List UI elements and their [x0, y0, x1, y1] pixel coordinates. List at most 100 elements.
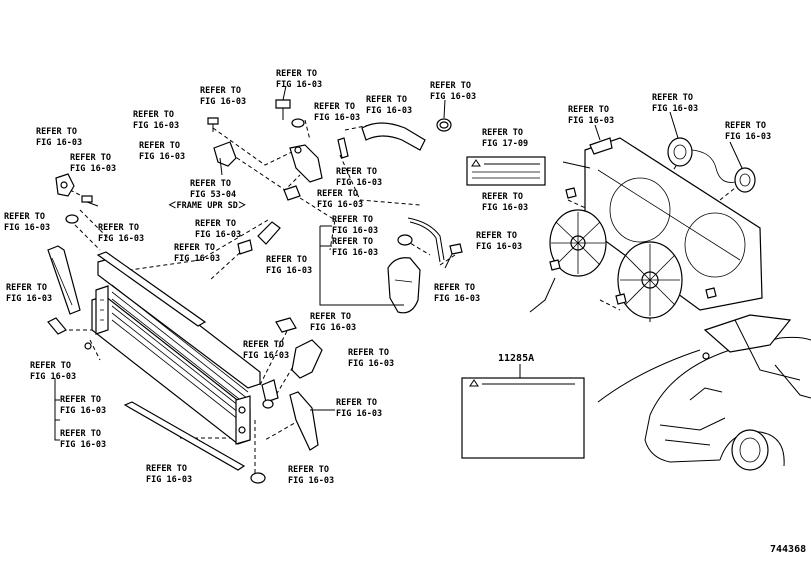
- callout-refer-text: REFER TO: [36, 127, 77, 137]
- callout-fig-text: FIG 16-03: [4, 223, 50, 233]
- callout-refer-text: REFER TO: [430, 81, 471, 91]
- callout-refer-text: REFER TO: [725, 121, 766, 131]
- clip-upper: [291, 118, 305, 128]
- callout-09: REFER TO FIG 16-03: [317, 189, 363, 210]
- callout-36: REFER TO FIG 16-03: [476, 231, 522, 252]
- callout-fig-text: FIG 16-03: [430, 92, 476, 102]
- callout-35: REFER TO FIG 16-03: [482, 192, 528, 213]
- radiator-side-support: [47, 245, 81, 315]
- callout-fig-text: FIG 16-03: [482, 203, 528, 213]
- callout-11: REFER TO FIG 16-03: [174, 243, 220, 264]
- small-hose-joint: [283, 185, 301, 201]
- callout-13: REFER TO FIG 16-03: [332, 237, 378, 258]
- callout-01: REFER TO FIG 16-03: [276, 69, 322, 90]
- callout-refer-text: REFER TO: [482, 128, 523, 138]
- callout-refer-text: REFER TO: [314, 102, 355, 112]
- callout-fig-text: FIG 16-03: [98, 234, 144, 244]
- callout-fig-text: FIG 16-03: [174, 254, 220, 264]
- radiator: [91, 257, 261, 445]
- callout-refer-text: REFER TO: [310, 312, 351, 322]
- callout-refer-text: REFER TO: [243, 340, 284, 350]
- callout-fig-text: FIG 16-03: [652, 104, 698, 114]
- callouts: REFER TO FIG 16-03 REFER TO FIG 16-03 RE…: [4, 69, 771, 486]
- reserve-tank-hose: [407, 217, 445, 263]
- callout-refer-text: REFER TO: [146, 464, 187, 474]
- callout-refer-text: REFER TO: [476, 231, 517, 241]
- callout-03: REFER TO FIG 16-03: [133, 110, 179, 131]
- radiator-outlet-hose: [291, 339, 323, 379]
- water-inlet-housing: [289, 144, 323, 183]
- reserve-tank-cap: [397, 234, 413, 246]
- callout-30: REFER TO FIG 16-03: [568, 105, 614, 126]
- callout-fig-text: FIG 16-03: [568, 116, 614, 126]
- callout-24: REFER TO FIG 16-03: [146, 464, 192, 485]
- callout-17: REFER TO FIG 16-03: [70, 153, 116, 174]
- callout-fig-text: FIG 16-03: [200, 97, 246, 107]
- callout-fig-text: FIG 16-03: [332, 248, 378, 258]
- callout-fig-text: FIG 16-03: [314, 113, 360, 123]
- callout-fig-text: FIG 16-03: [366, 106, 412, 116]
- callout-fig-text: FIG 53-04: [190, 190, 236, 200]
- label-11285a-box: [461, 364, 585, 459]
- bolt-left: [81, 195, 99, 207]
- callout-refer-text: REFER TO: [195, 219, 236, 229]
- callout-fig-text: FIG 16-03: [243, 351, 289, 361]
- reserve-tank: [387, 257, 421, 314]
- frame-upper-side-note: ＜FRAME UPR SD＞: [168, 201, 246, 211]
- callout-fig-text: FIG 16-03: [348, 359, 394, 369]
- callout-refer-text: REFER TO: [348, 348, 389, 358]
- callout-02: REFER TO FIG 16-03: [200, 86, 246, 107]
- callout-fig-text: FIG 16-03: [6, 294, 52, 304]
- callout-fig-text: FIG 16-03: [133, 121, 179, 131]
- callout-31: REFER TO FIG 16-03: [652, 93, 698, 114]
- callout-refer-text: REFER TO: [70, 153, 111, 163]
- radiator-air-guide: [289, 391, 319, 451]
- callout-refer-text: REFER TO: [276, 69, 317, 79]
- callout-refer-text: REFER TO: [288, 465, 329, 475]
- callout-29: REFER TO FIG 16-03: [288, 465, 334, 486]
- callout-refer-text: REFER TO: [336, 167, 377, 177]
- callout-22: REFER TO FIG 16-03: [60, 395, 106, 416]
- callout-refer-text: REFER TO: [4, 212, 45, 222]
- drain-o-ring: [84, 342, 92, 350]
- callouts-right: REFER TO FIG 16-03 REFER TO FIG 16-03: [476, 192, 528, 252]
- callout-refer-text: REFER TO: [568, 105, 609, 115]
- callout-28: REFER TO FIG 16-03: [336, 398, 382, 419]
- drain-cock: [47, 317, 67, 335]
- callout-21: REFER TO FIG 16-03: [30, 361, 76, 382]
- fan-nut-2: [615, 293, 627, 305]
- shroud-screw: [565, 187, 577, 199]
- callout-refer-text: REFER TO: [200, 86, 241, 96]
- callout-refer-text: REFER TO: [98, 223, 139, 233]
- callout-refer-text: REFER TO: [266, 255, 307, 265]
- radiator-support-clip: [55, 173, 75, 197]
- callout-fig-text: FIG 16-03: [60, 440, 106, 450]
- label-pointer: [562, 161, 591, 169]
- callout-23: REFER TO FIG 16-03: [60, 429, 106, 450]
- callout-07: REFER TO FIG 16-03: [430, 81, 476, 102]
- callout-fig-text: FIG 16-03: [60, 406, 106, 416]
- radiator-lower-seal: [123, 401, 246, 471]
- callout-10: REFER TO FIG 16-03: [195, 219, 241, 240]
- callout-32: REFER TO FIG 17-09: [482, 128, 528, 149]
- callout-34: REFER TO FIG 53-04 ＜FRAME UPR SD＞: [168, 179, 246, 211]
- callout-refer-text: REFER TO: [139, 141, 180, 151]
- callout-refer-text: REFER TO: [317, 189, 358, 199]
- reservoir-bracket: [213, 141, 237, 176]
- callout-05: REFER TO FIG 16-03: [314, 102, 360, 123]
- callout-fig-text: FIG 16-03: [195, 230, 241, 240]
- callout-refer-text: REFER TO: [30, 361, 71, 371]
- callout-19: REFER TO FIG 16-03: [98, 223, 144, 244]
- callout-fig-text: FIG 16-03: [725, 132, 771, 142]
- callout-fig-text: FIG 16-03: [30, 372, 76, 382]
- shroud-bolt: [705, 287, 717, 299]
- callout-18: REFER TO FIG 16-03: [4, 212, 50, 233]
- callout-08: REFER TO FIG 16-03: [336, 167, 382, 188]
- callout-26: REFER TO FIG 16-03: [243, 340, 289, 361]
- callout-refer-text: REFER TO: [332, 237, 373, 247]
- callout-refer-text: REFER TO: [332, 215, 373, 225]
- callout-12: REFER TO FIG 16-03: [332, 215, 378, 236]
- lower-hose-clamp: [261, 379, 279, 403]
- drain-plug-lower: [250, 472, 266, 484]
